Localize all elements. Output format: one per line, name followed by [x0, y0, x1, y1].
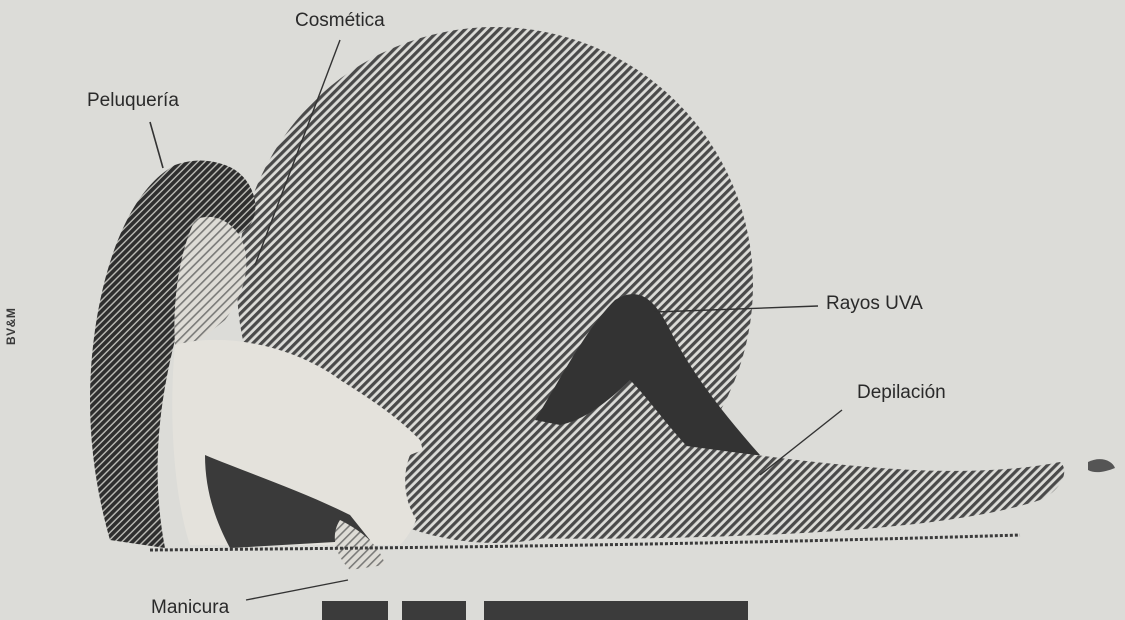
dark-block-2 [402, 601, 466, 620]
label-peluqueria: Peluquería [87, 90, 179, 112]
label-cosmetica: Cosmética [295, 10, 385, 32]
leader-peluqueria [150, 122, 163, 168]
credit-text: BV&M [4, 308, 18, 345]
leader-manicura [246, 580, 348, 600]
label-depilacion: Depilación [857, 382, 946, 404]
dark-block-1 [322, 601, 388, 620]
foot-mark [1088, 459, 1115, 472]
dark-block-3 [484, 601, 748, 620]
label-rayos-uva: Rayos UVA [826, 293, 923, 315]
label-manicura: Manicura [151, 597, 229, 619]
